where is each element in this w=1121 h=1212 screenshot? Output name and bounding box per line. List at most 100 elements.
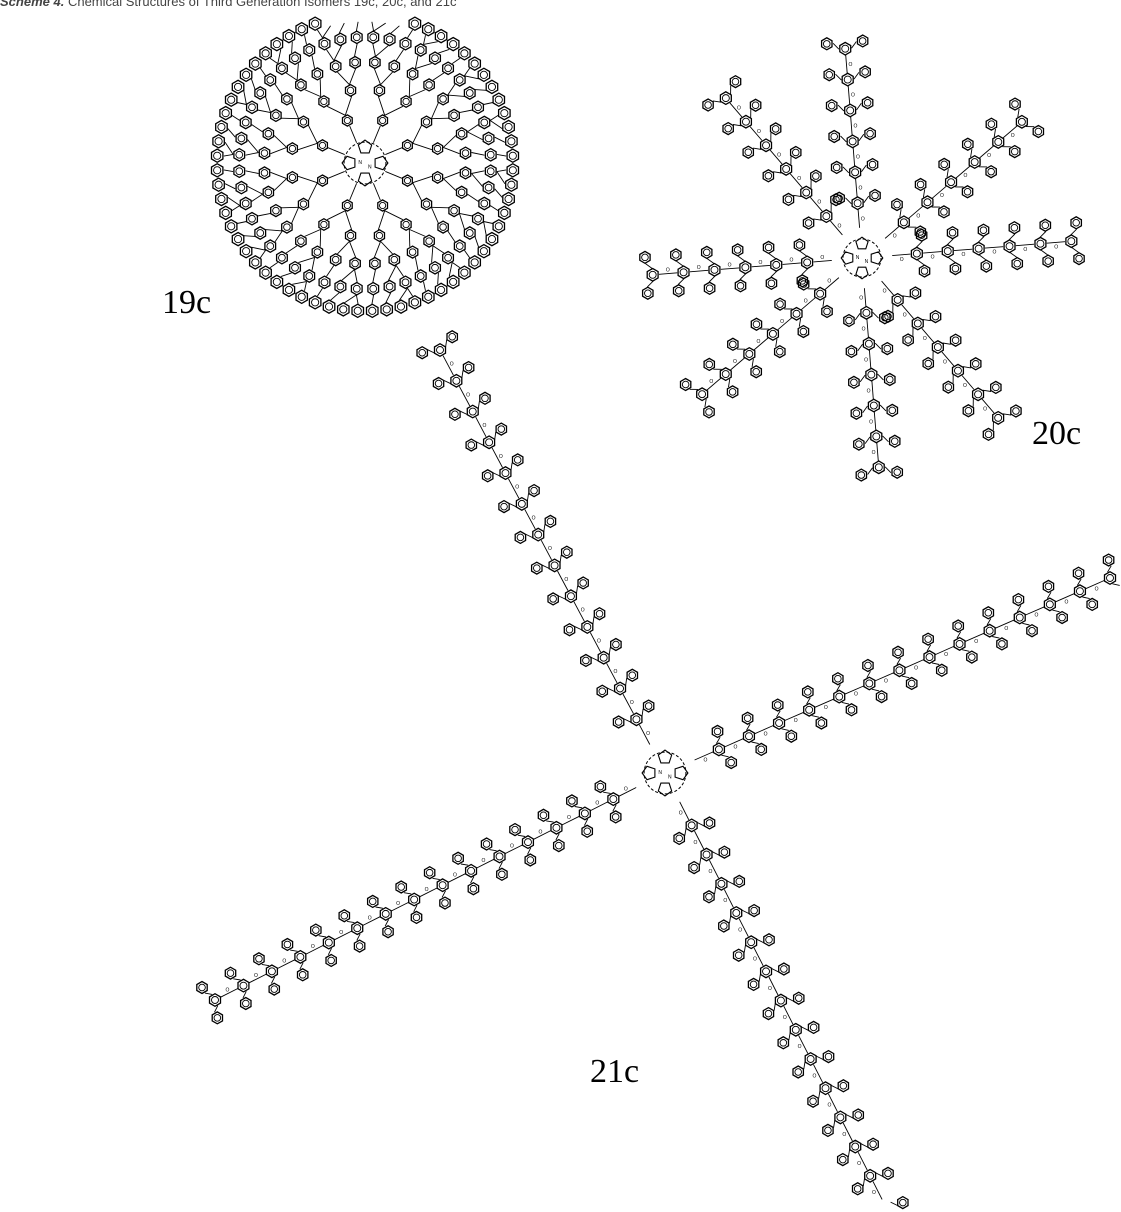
benzyl-linkage	[624, 718, 632, 723]
oxygen-atom: O	[867, 388, 871, 394]
phenyl-ring	[719, 367, 732, 382]
benzyl-ring	[785, 729, 798, 743]
phenyl-ring	[715, 876, 728, 891]
benzyl-linkage	[753, 147, 762, 150]
ether-linkage	[423, 41, 438, 45]
phenyl-ring	[800, 185, 813, 200]
pyrrole-ring	[855, 266, 869, 280]
branching-phenyl-ring	[367, 30, 380, 45]
ether-linkage	[866, 319, 869, 338]
phenyl-ring	[891, 292, 904, 307]
benzyl-linkage	[830, 1084, 838, 1090]
oxygen-atom: O	[783, 1015, 787, 1021]
oxygen-atom: O	[963, 383, 967, 389]
benzyl-ring	[891, 465, 904, 479]
terminal-benzyl-ring	[505, 177, 518, 193]
ether-linkage	[844, 685, 864, 695]
ether-linkage	[269, 262, 279, 269]
benzyl-ring	[807, 1094, 819, 1108]
ether-linkage	[751, 264, 771, 268]
ether-linkage	[273, 135, 288, 148]
benzyl-linkage	[798, 318, 802, 327]
oxygen-atom: O	[679, 811, 683, 817]
phenyl-ring	[834, 1110, 847, 1125]
branching-phenyl-ring	[423, 234, 435, 248]
benzyl-ring	[580, 653, 592, 668]
oxygen-atom: O	[964, 173, 968, 179]
benzyl-linkage	[608, 647, 611, 655]
ether-linkage	[447, 83, 456, 96]
oxygen-atom: O	[425, 887, 429, 893]
ether-linkage	[250, 78, 256, 90]
branching-phenyl-ring	[400, 94, 412, 109]
benzyl-ring	[765, 276, 778, 291]
phenyl-ring	[820, 209, 833, 224]
ether-linkage	[319, 229, 322, 247]
ether-linkage	[442, 178, 457, 191]
benzyl-linkage	[982, 389, 992, 392]
benzyl-ring	[703, 405, 715, 419]
oxygen-atom: O	[1023, 247, 1027, 253]
ether-linkage	[224, 183, 236, 190]
branching-phenyl-ring	[317, 139, 329, 152]
oxygen-atom: O	[708, 869, 712, 875]
benzyl-linkage	[993, 128, 996, 138]
benzyl-linkage	[863, 195, 870, 203]
benzyl-linkage	[1009, 252, 1017, 258]
benzyl-linkage	[836, 684, 841, 692]
phenyl-ring	[844, 103, 857, 118]
phenyl-ring	[846, 134, 859, 149]
branching-phenyl-ring	[264, 239, 277, 254]
benzyl-ring	[892, 645, 904, 660]
branching-phenyl-ring	[471, 211, 485, 226]
ether-linkage	[965, 632, 985, 642]
ether-linkage	[881, 280, 894, 296]
benzyl-ring	[825, 98, 838, 113]
branching-phenyl-ring	[295, 78, 307, 92]
benzyl-linkage	[525, 533, 533, 539]
benzyl-ring	[439, 896, 451, 910]
phenyl-ring	[1065, 234, 1078, 249]
ether-linkage	[475, 416, 487, 438]
phenyl-ring	[719, 91, 732, 106]
ether-linkage	[798, 1035, 809, 1054]
ether-linkage	[459, 212, 473, 217]
branching-phenyl-ring	[281, 92, 293, 106]
benzyl-linkage	[835, 73, 842, 81]
terminal-benzyl-ring	[506, 148, 520, 164]
terminal-benzyl-ring	[434, 28, 448, 44]
pyrrole-ring	[641, 765, 656, 781]
ether-linkage	[1002, 125, 1018, 139]
benzyl-linkage	[781, 728, 789, 731]
benzyl-linkage	[347, 920, 355, 924]
phenyl-ring	[578, 806, 591, 821]
benzyl-ring	[821, 304, 833, 319]
benzyl-linkage	[728, 378, 731, 388]
benzyl-linkage	[854, 313, 861, 321]
ether-linkage	[354, 43, 358, 57]
benzyl-linkage	[403, 892, 412, 895]
benzyl-linkage	[1046, 591, 1052, 599]
ether-linkage	[533, 830, 552, 840]
benzyl-ring	[560, 545, 573, 559]
ether-linkage	[341, 269, 355, 281]
benzyl-ring	[853, 437, 865, 451]
ether-linkage	[395, 49, 404, 61]
benzyl-ring	[985, 117, 998, 131]
branching-phenyl-ring	[254, 86, 267, 100]
ether-linkage	[491, 447, 503, 468]
oxygen-atom: O	[851, 93, 855, 99]
ether-linkage	[438, 48, 450, 54]
benzyl-linkage	[858, 133, 865, 142]
ether-linkage	[384, 210, 404, 221]
phenyl-ring	[482, 435, 496, 450]
phenyl-ring	[712, 742, 726, 757]
ether-linkage	[281, 117, 299, 120]
benzyl-linkage	[527, 847, 532, 855]
ether-linkage	[753, 947, 764, 967]
benzyl-linkage	[867, 467, 873, 475]
ether-linkage	[307, 124, 318, 144]
terminal-benzyl-ring	[477, 67, 491, 83]
terminal-benzyl-ring	[408, 16, 422, 32]
